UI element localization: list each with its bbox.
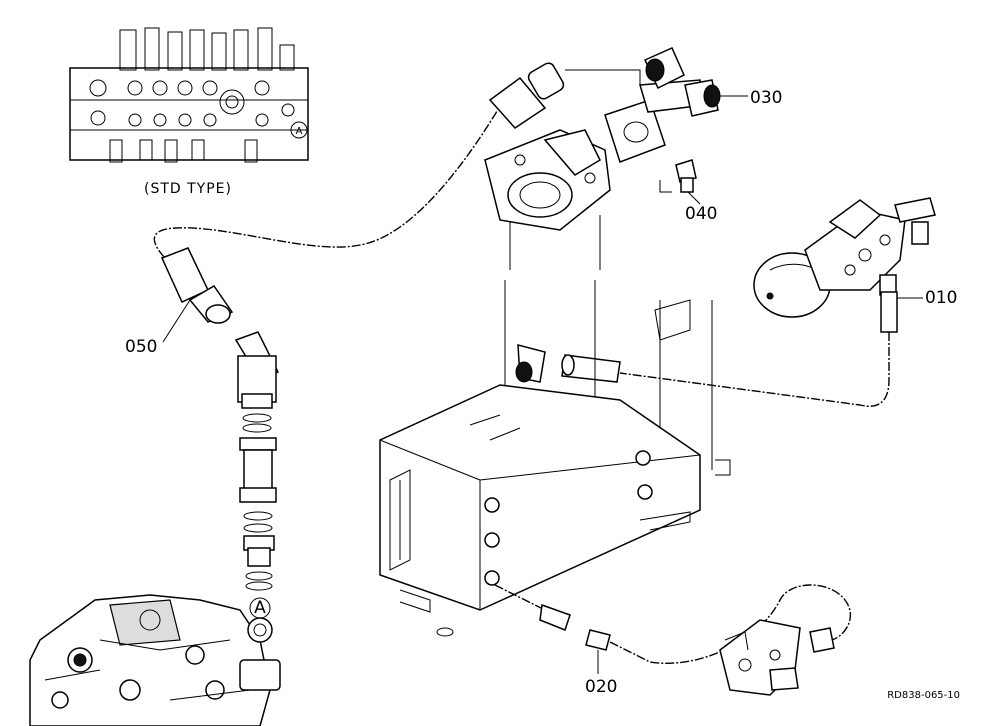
valve-block-020 <box>719 619 835 696</box>
hose-050 <box>160 247 234 324</box>
hose-050-upper-end <box>488 62 565 129</box>
part-label-050: 050 <box>125 337 157 357</box>
flange-030 <box>565 47 721 163</box>
leader-040 <box>687 191 701 205</box>
inset-caption: (STD TYPE) <box>144 181 232 197</box>
inset-port-a-marker <box>290 121 308 139</box>
part-label-020: 020 <box>585 677 617 697</box>
inset-port-a-text: A <box>296 126 303 137</box>
valve-port-a <box>247 617 273 643</box>
part-label-040: 040 <box>685 204 717 224</box>
leader-050 <box>162 299 191 343</box>
hose-050-line <box>153 97 506 269</box>
adapter-stack <box>234 331 280 591</box>
hose-010 <box>619 291 898 407</box>
port-a-text: A <box>254 598 266 618</box>
bolt-040 <box>659 159 697 193</box>
hydraulic-tank <box>379 280 731 637</box>
part-label-010: 010 <box>925 288 957 308</box>
hose-020 <box>494 584 852 664</box>
part-label-030: 030 <box>750 88 782 108</box>
accumulator-valve-block <box>753 197 936 318</box>
inset-control-valve-std-type: A <box>69 27 309 163</box>
filter-assembly <box>484 129 611 270</box>
port-a-marker <box>249 597 271 619</box>
drawing-number: RD838-065-10 <box>887 690 960 701</box>
control-valve-assembly <box>29 594 281 726</box>
